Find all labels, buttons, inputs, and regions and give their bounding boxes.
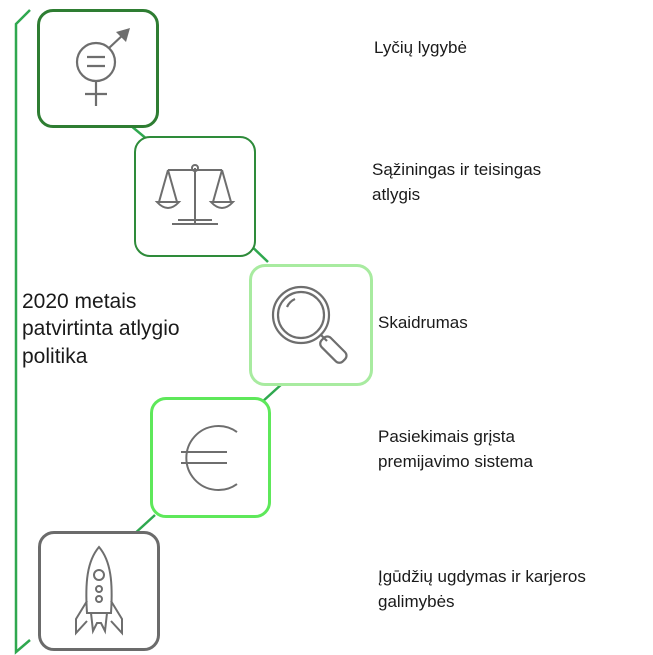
- main-label: 2020 metais patvirtinta atlygio politika: [22, 290, 180, 368]
- fair-pay-card: [134, 136, 256, 257]
- gender-equality-icon: [75, 27, 130, 106]
- item-label-transparency: Skaidrumas: [378, 313, 468, 332]
- item-label-fair-pay: Sąžiningas ir teisingas atlygis: [372, 160, 542, 204]
- connector-3-4: [261, 382, 284, 403]
- timeline-bracket-line: [14, 9, 31, 655]
- rocket-icon: [75, 545, 123, 636]
- scales-icon: [154, 163, 236, 225]
- euro-icon: [180, 424, 238, 491]
- transparency-card: [249, 264, 373, 386]
- magnifying-glass-icon: [271, 285, 348, 364]
- bonus-system-card: [150, 397, 271, 518]
- item-label-career-development: Įgūdžių ugdymas ir karjeros galimybės: [378, 567, 586, 611]
- item-label-bonus-system: Pasiekimais grįsta premijavimo sistema: [378, 427, 533, 471]
- career-development-card: [38, 531, 160, 651]
- gender-equality-card: [37, 9, 159, 128]
- item-label-gender-equality: Lyčių lygybė: [374, 38, 467, 57]
